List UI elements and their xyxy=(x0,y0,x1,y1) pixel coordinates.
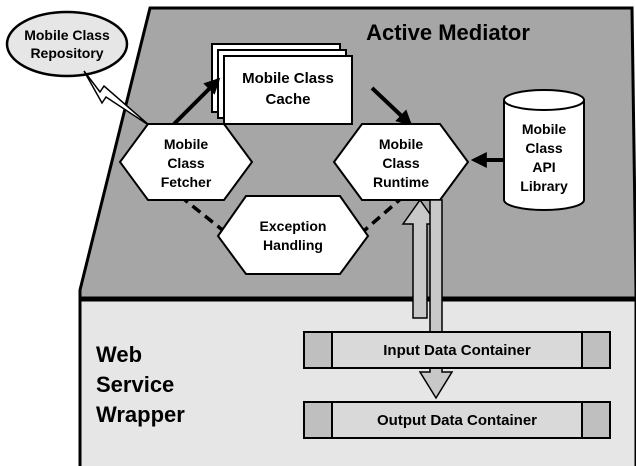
fetcher-label-line3: Fetcher xyxy=(161,174,212,190)
runtime-label-line1: Mobile xyxy=(379,136,424,152)
wrapper-label-line3: Wrapper xyxy=(96,402,185,427)
api-library-label-line3: API xyxy=(532,159,555,175)
fetcher-node: Mobile Class Fetcher xyxy=(118,123,254,201)
wrapper-label-line1: Web xyxy=(96,342,142,367)
api-library-label-line4: Library xyxy=(520,178,568,194)
exception-label-line2: Handling xyxy=(263,237,323,253)
exception-label-line1: Exception xyxy=(260,218,327,234)
cache-label-line1: Mobile Class xyxy=(242,70,334,87)
fetcher-to-cache-arrow xyxy=(172,77,221,126)
api-library-label-line2: Class xyxy=(525,140,563,156)
runtime-label-line3: Runtime xyxy=(373,174,429,190)
repository-bubble: Mobile Class Repository xyxy=(5,10,129,78)
api-library-cylinder: Mobile Class API Library xyxy=(503,89,585,211)
api-library-label-line1: Mobile xyxy=(522,121,567,137)
output-data-container: Output Data Container xyxy=(303,401,611,439)
input-container-label: Input Data Container xyxy=(383,342,531,359)
repository-label-line1: Mobile Class xyxy=(24,27,110,43)
runtime-down-arrow xyxy=(418,199,454,400)
input-data-container: Input Data Container xyxy=(303,331,611,369)
cache-node: Mobile Class Cache xyxy=(211,43,353,125)
runtime-label-line2: Class xyxy=(382,155,420,171)
fetcher-label-line1: Mobile xyxy=(164,136,209,152)
runtime-node: Mobile Class Runtime xyxy=(332,123,470,201)
fetcher-label-line2: Class xyxy=(167,155,205,171)
cache-label-line2: Cache xyxy=(265,91,310,108)
runtime-exception-dashed-link xyxy=(356,194,406,238)
wrapper-label-line2: Service xyxy=(96,372,174,397)
output-container-label: Output Data Container xyxy=(377,412,537,429)
runtime-up-arrow xyxy=(401,198,439,319)
cache-to-runtime-arrow xyxy=(370,86,413,127)
active-mediator-title: Active Mediator xyxy=(366,20,530,45)
exception-node: Exception Handling xyxy=(216,195,370,275)
repository-label-line2: Repository xyxy=(30,45,103,61)
